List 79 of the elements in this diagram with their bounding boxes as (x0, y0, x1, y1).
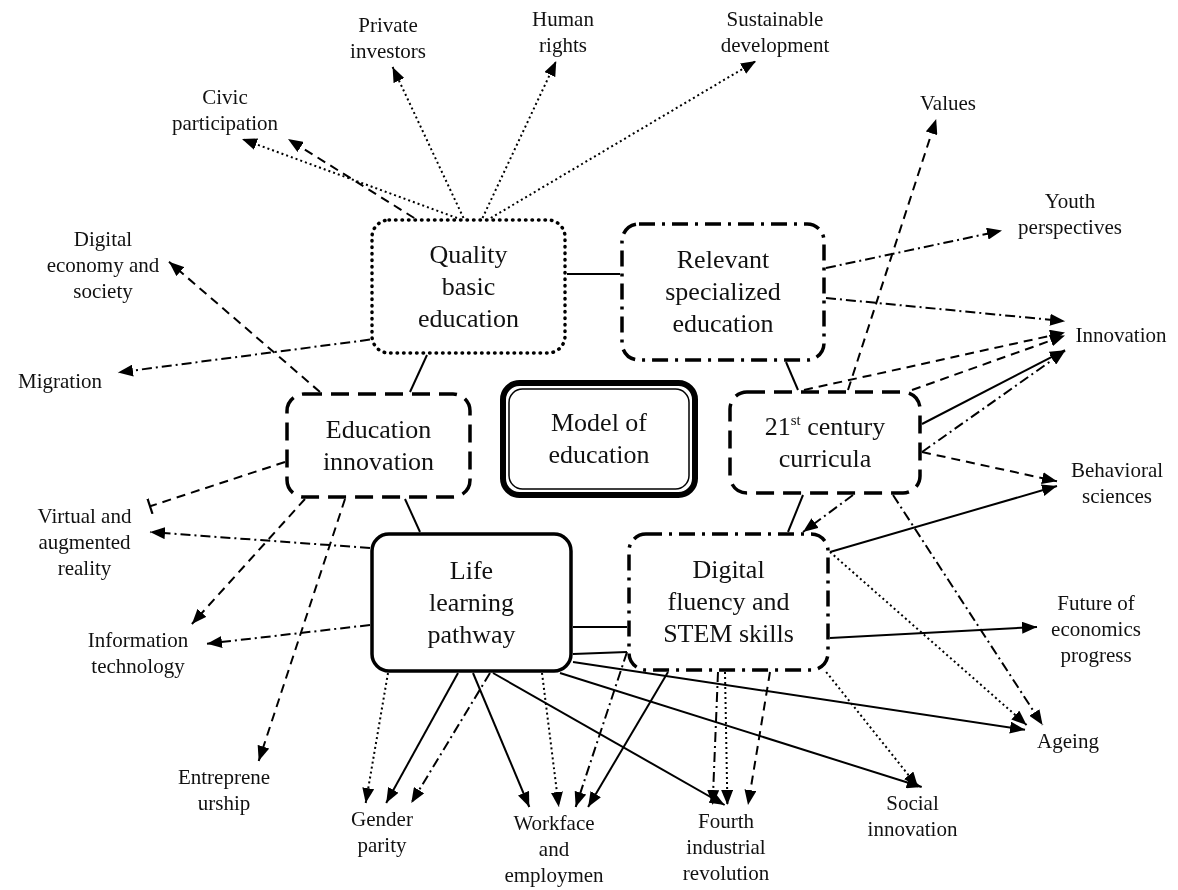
box-label: Model of education (547, 407, 651, 471)
topic-label: Entreprene urship (162, 764, 286, 816)
topic-label: Civic participation (165, 84, 285, 136)
connector-line (409, 354, 428, 393)
arrow (825, 297, 1066, 326)
topic-label: Behavioral sciences (1060, 457, 1174, 509)
topic-label: Gender parity (340, 806, 424, 858)
connector-line (566, 273, 621, 275)
box-label: 21$^{st}$ century curricula (763, 410, 887, 475)
arrow (168, 260, 321, 393)
arrow (802, 494, 854, 533)
arrow (391, 66, 465, 219)
box-label: Education innovation (321, 413, 436, 478)
arrow (541, 672, 563, 808)
box-label: Digital fluency and STEM skills (662, 554, 795, 650)
rounded-box (500, 380, 698, 498)
topic-label: Future of economics progress (1040, 590, 1152, 668)
arrow (287, 138, 416, 219)
arrow (472, 672, 531, 808)
connector-line (785, 361, 799, 391)
rounded-box (627, 532, 830, 672)
arrow (707, 671, 720, 806)
topic-label: Innovation (1068, 322, 1174, 348)
arrow (559, 672, 923, 789)
connector-line (572, 626, 628, 628)
arrow (149, 527, 371, 549)
connector-line (787, 494, 804, 533)
arrow (829, 551, 1028, 726)
arrow (829, 484, 1058, 553)
arrow (825, 671, 919, 788)
topic-label: Private investors (336, 12, 440, 64)
topic-label: Virtual and augmented reality (22, 503, 147, 581)
arrow (721, 671, 734, 806)
topic-label: Youth perspectives (1005, 188, 1135, 240)
arrow (489, 60, 757, 219)
rounded-box (728, 390, 922, 495)
box-label: Quality basic education (416, 238, 521, 335)
arrow (803, 329, 1066, 391)
arrow (190, 498, 306, 625)
topic-label: Fourth industrial revolution (668, 808, 784, 886)
arrow (921, 350, 1066, 453)
topic-label: Human rights (520, 6, 606, 58)
arrow (825, 227, 1003, 269)
rounded-box (620, 222, 826, 362)
arrow (257, 498, 346, 762)
box-label: Relevant specialized education (664, 244, 782, 340)
rounded-box (285, 392, 472, 499)
arrow (362, 672, 389, 804)
arrow (829, 621, 1038, 639)
topic-label: Digital economy and society (40, 226, 166, 304)
topic-label: Social innovation (855, 790, 970, 842)
arrow (206, 624, 371, 648)
topic-label: Values (908, 90, 988, 116)
topic-label: Ageing (1028, 728, 1108, 754)
rounded-box (370, 218, 567, 355)
arrow (572, 661, 1026, 734)
arrow (911, 334, 1066, 391)
arrow (744, 671, 771, 806)
arrow (921, 451, 1058, 484)
arrow (481, 60, 558, 219)
arrow (892, 494, 1044, 726)
connector-line (404, 498, 421, 533)
arrow (921, 349, 1066, 425)
topic-label: Information technology (72, 627, 204, 679)
arrow (574, 651, 628, 808)
arrow (492, 672, 726, 806)
topic-label: Workface and employmen (500, 810, 608, 888)
arrow (587, 671, 669, 808)
bar-ended-line (146, 461, 286, 515)
rounded-box (370, 532, 573, 673)
arrow (385, 672, 459, 804)
topic-label: Sustainable development (705, 6, 845, 58)
connector-line (572, 651, 628, 655)
box-label: Life learning pathway (426, 554, 517, 651)
arrow (117, 338, 371, 377)
arrow (847, 118, 938, 391)
topic-label: Migration (5, 368, 115, 394)
arrow (410, 672, 491, 804)
arrow (241, 138, 458, 219)
